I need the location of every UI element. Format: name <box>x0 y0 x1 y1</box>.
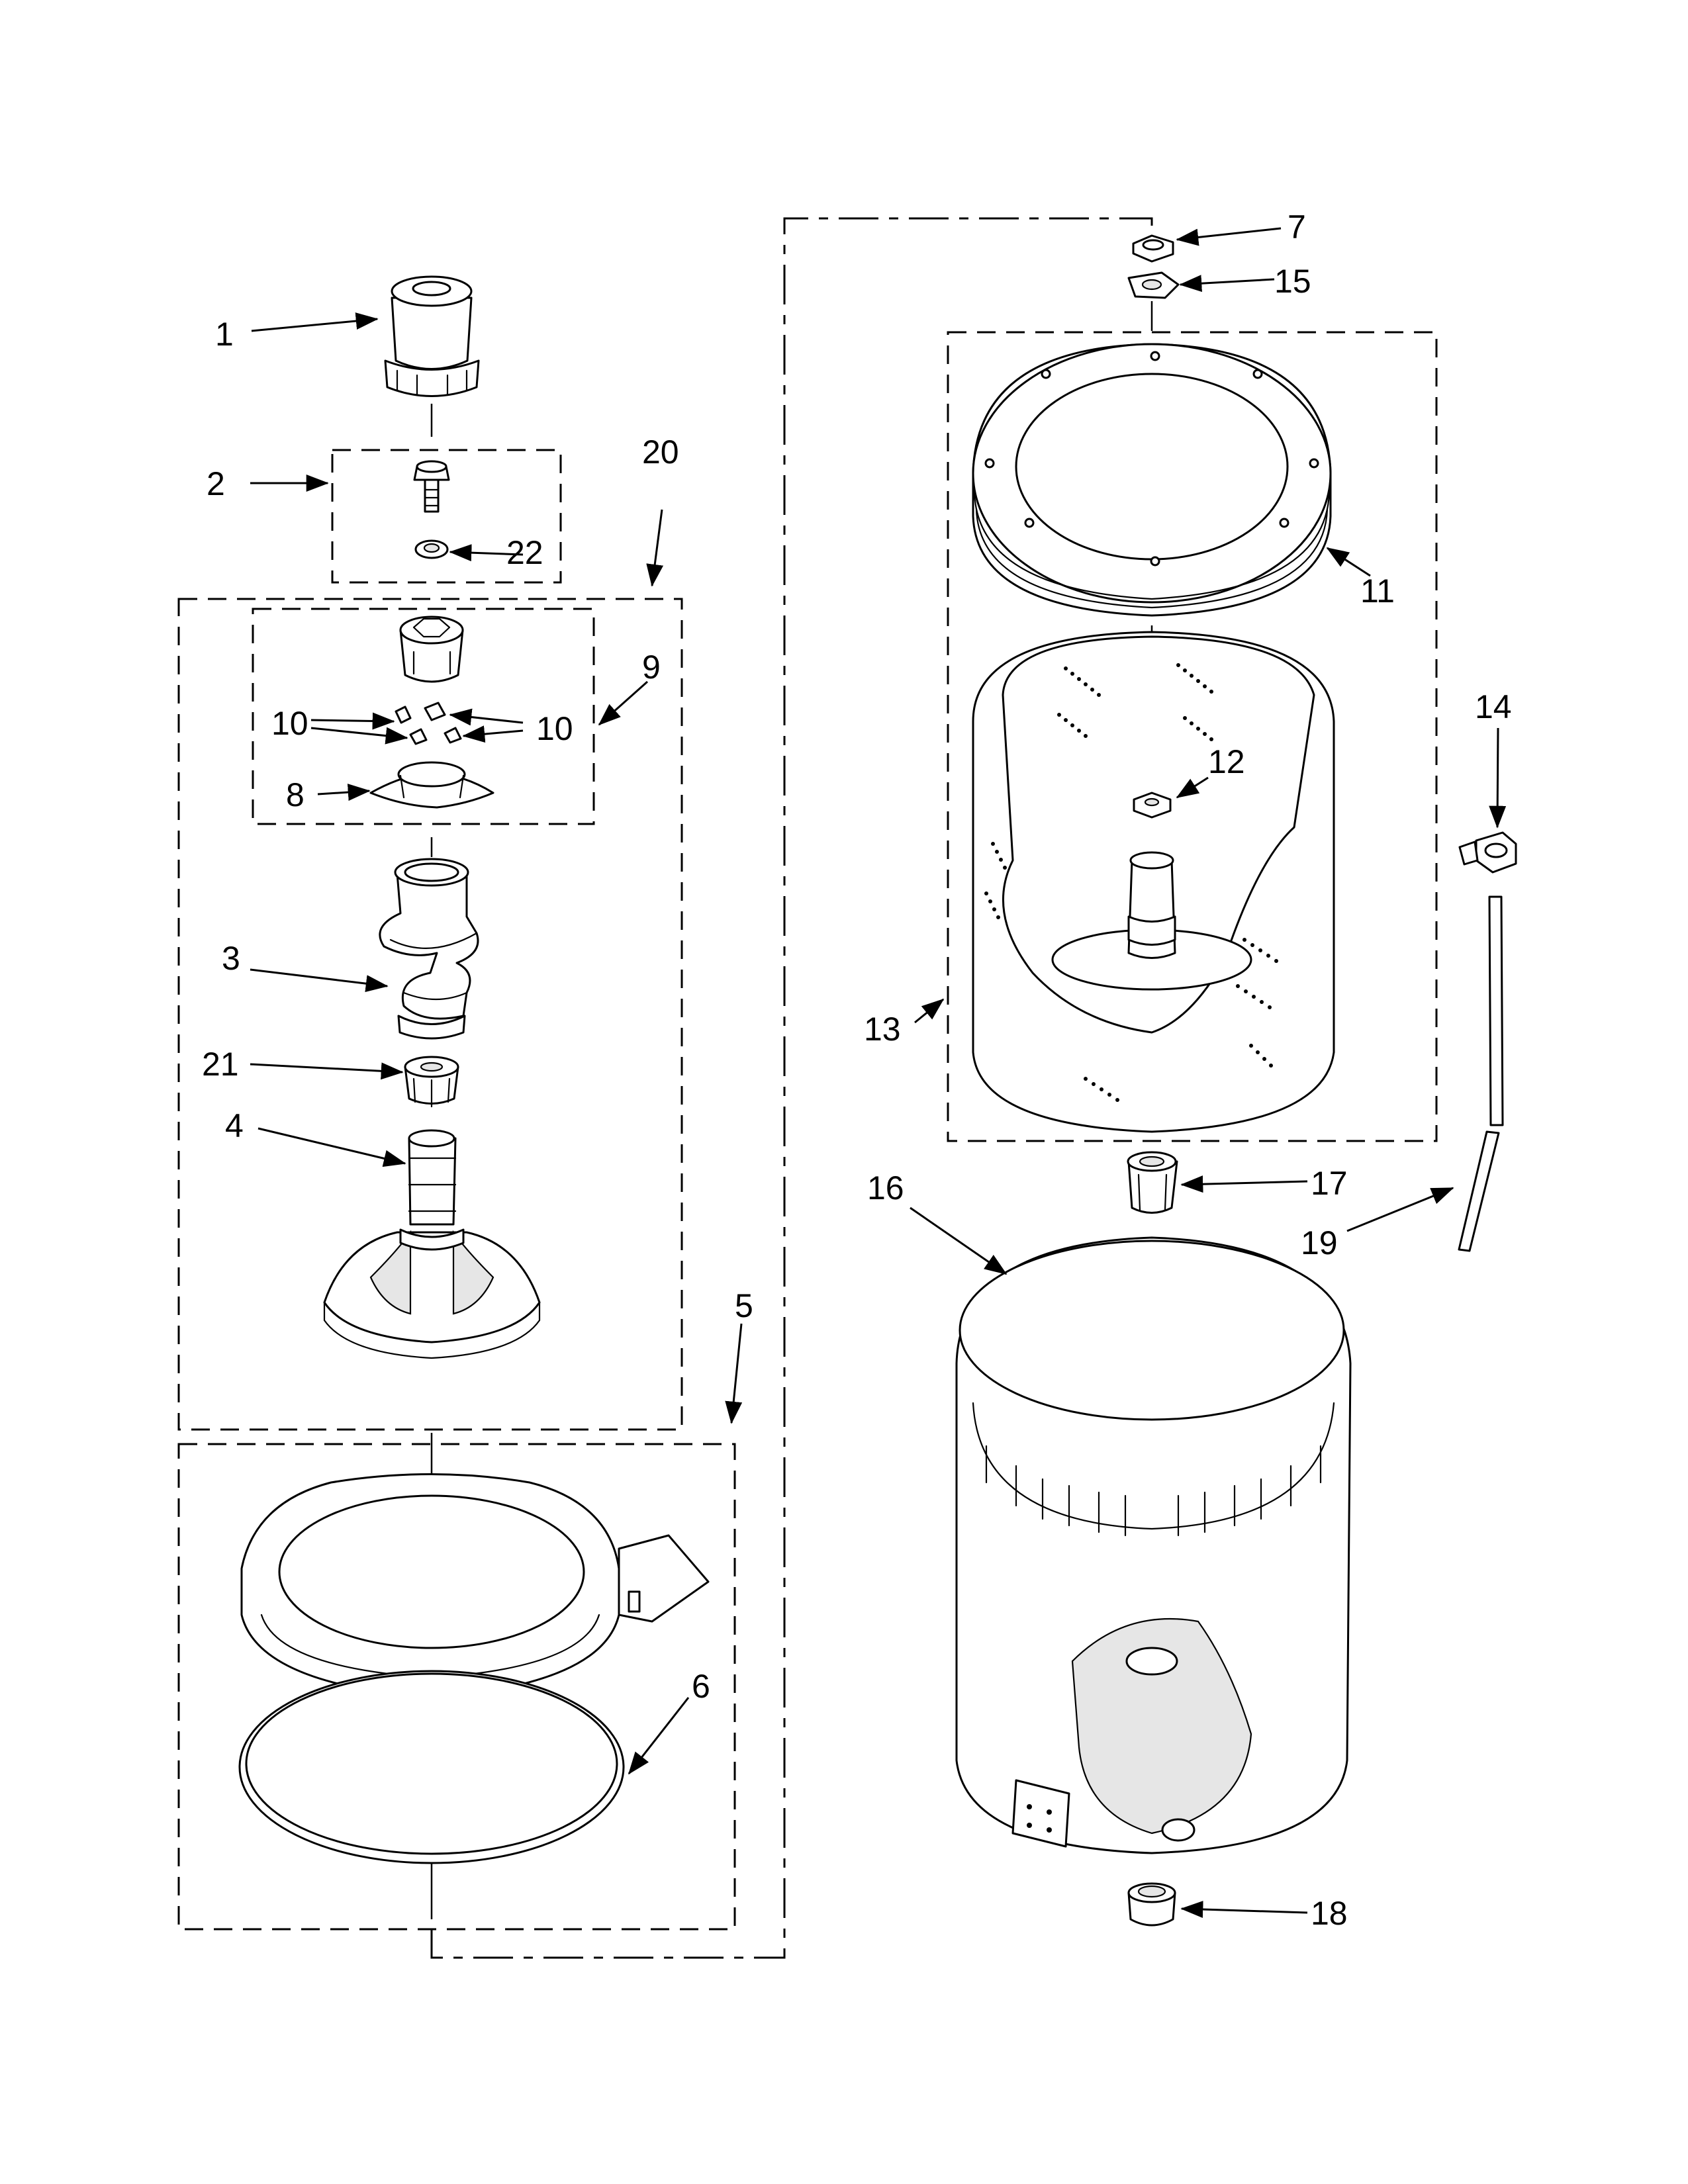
basket-perforations <box>984 663 1278 1102</box>
part-11-balance-ring <box>972 343 1332 617</box>
part-3-auger <box>379 858 479 1040</box>
part-2-bolt <box>413 460 450 513</box>
group-frames <box>177 217 1438 1959</box>
part-14-clamp <box>1458 831 1517 874</box>
callout-8: 8 <box>286 776 305 813</box>
callout-11: 11 <box>1360 572 1395 610</box>
frame-group-20 <box>177 598 683 1431</box>
callout-16: 16 <box>867 1169 904 1206</box>
callout-12: 12 <box>1208 743 1245 780</box>
callout-22: 22 <box>506 534 543 571</box>
part-10-dogs <box>395 702 462 745</box>
part-5-tub-ring <box>240 1473 710 1699</box>
callout-1: 1 <box>215 316 234 353</box>
callout-10-right: 10 <box>536 710 573 747</box>
part-16-outer-tub <box>955 1236 1352 1854</box>
part-22-washer <box>414 539 449 559</box>
callout-19: 19 <box>1301 1224 1338 1261</box>
part-9-dog-cam <box>399 615 464 683</box>
callout-21: 21 <box>202 1046 239 1083</box>
part-4-agitator-base <box>323 1129 541 1359</box>
callout-10-left: 10 <box>271 705 308 742</box>
callout-17: 17 <box>1311 1165 1348 1202</box>
part-13-basket <box>972 631 1335 1133</box>
callout-14: 14 <box>1475 688 1512 725</box>
part-7-clip <box>1132 234 1174 263</box>
part-17-hub <box>1127 1151 1178 1214</box>
callout-2: 2 <box>207 465 225 502</box>
part-15-retainer <box>1127 271 1180 299</box>
part-21-bearing <box>404 1056 459 1108</box>
frame-group-2 <box>331 449 562 584</box>
callout-4: 4 <box>225 1107 244 1144</box>
callout-15: 15 <box>1274 263 1311 300</box>
callout-13: 13 <box>864 1011 901 1048</box>
connector-line <box>430 217 1153 1959</box>
frame-group-13 <box>947 331 1438 1142</box>
callout-3: 3 <box>222 940 240 977</box>
part-8-dog-retainer <box>369 761 494 809</box>
frame-group-5 <box>177 1443 736 1931</box>
callout-6: 6 <box>692 1668 710 1705</box>
part-6-seal <box>238 1670 625 1864</box>
frame-group-9 <box>252 608 595 825</box>
callout-18: 18 <box>1311 1895 1348 1932</box>
part-1-agitator-cap <box>384 275 480 397</box>
callout-20: 20 <box>642 433 679 471</box>
callout-labels: 1 2 22 20 9 10 10 8 3 21 4 5 6 7 15 11 1… <box>202 208 1512 1932</box>
leader-lines <box>250 227 1507 1919</box>
callout-5: 5 <box>735 1287 753 1324</box>
part-19-hose <box>1458 895 1504 1252</box>
part-18-drain-plug <box>1127 1882 1176 1927</box>
callout-7: 7 <box>1288 208 1306 246</box>
tub-tabs <box>985 1445 1322 1537</box>
callout-9: 9 <box>642 649 661 686</box>
